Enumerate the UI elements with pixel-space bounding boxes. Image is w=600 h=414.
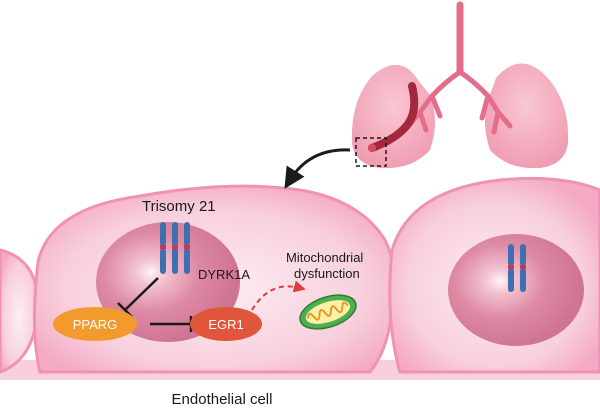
- caption: Endothelial cell: [172, 391, 273, 408]
- chromosome: [172, 222, 178, 274]
- trisomy-label: Trisomy 21: [142, 198, 216, 215]
- mito-label-line1: Mitochondrial: [286, 250, 363, 265]
- zoom-arrow: [284, 148, 351, 189]
- chromosome-trisomy-group: [160, 222, 190, 274]
- lungs-icon: [351, 1, 569, 169]
- pparg-node: [53, 307, 137, 341]
- mitochondrion-icon: [299, 294, 357, 330]
- zoom-box: [355, 137, 387, 167]
- chromosome: [508, 244, 514, 292]
- egr1-label: EGR1: [208, 317, 243, 332]
- chromosome-normal-group: [508, 244, 526, 292]
- mito-label-line2: dysfunction: [294, 266, 360, 281]
- dashed-arrow-egr1-mito: [251, 280, 306, 311]
- egr1-node: [190, 307, 262, 341]
- chromosome: [520, 244, 526, 292]
- chromosome: [184, 222, 190, 274]
- pparg-label: PPARG: [73, 317, 118, 332]
- nucleus-right: [448, 234, 584, 346]
- left-partial-cell: [0, 248, 40, 374]
- dyrk1a-label: DYRK1A: [198, 267, 250, 282]
- chromosome: [160, 222, 166, 274]
